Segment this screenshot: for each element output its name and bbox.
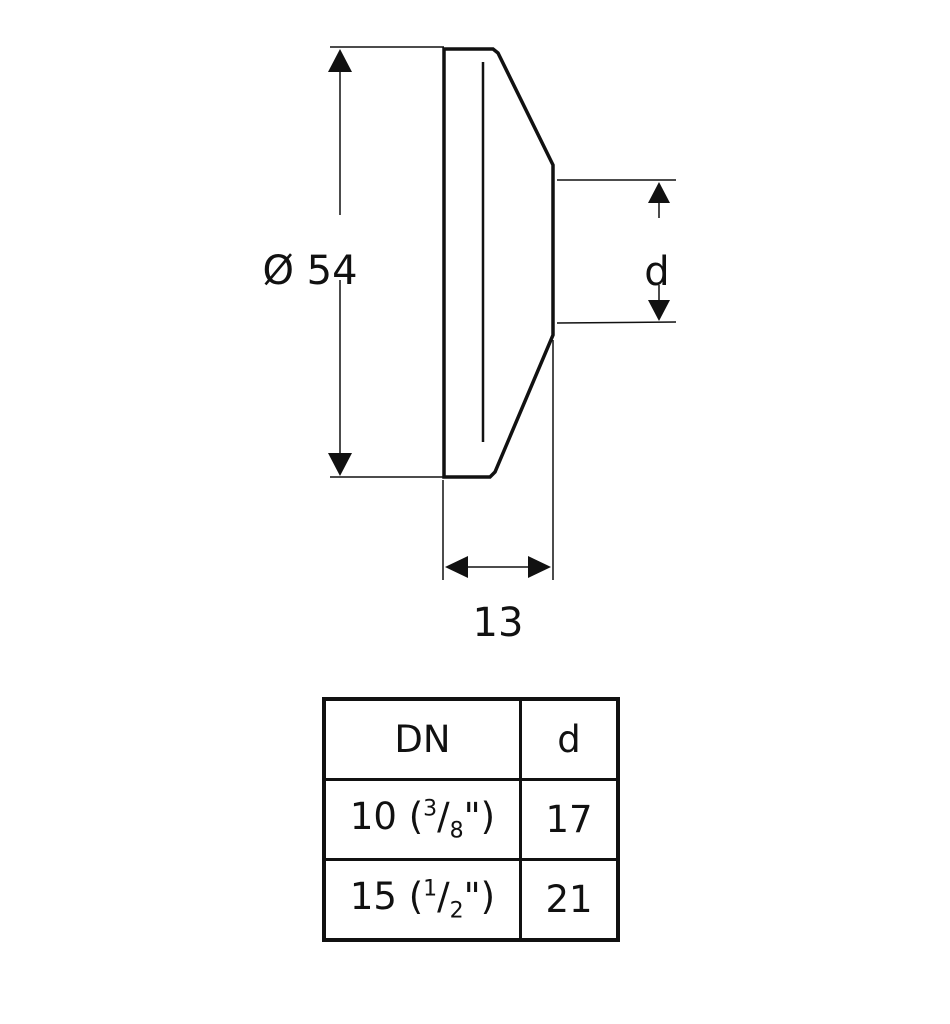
arrow-left-icon [445, 556, 468, 578]
dn-cell: 10 (3/8") [322, 778, 522, 861]
arrow-up-icon [648, 182, 670, 203]
arrow-down-icon [328, 453, 352, 476]
table-row: 10 (3/8") 17 [322, 778, 620, 861]
part-outline [442, 47, 555, 479]
dn-cell: 15 (1/2") [322, 858, 522, 942]
d-cell: 21 [519, 858, 620, 942]
diameter-label: Ø 54 [262, 248, 357, 294]
table-row: 15 (1/2") 21 [322, 858, 620, 942]
header-d: d [519, 697, 620, 781]
arrow-down-icon [648, 300, 670, 321]
extension-line [556, 321, 677, 324]
arrow-right-icon [528, 556, 551, 578]
header-dn: DN [322, 697, 522, 781]
d-cell: 17 [519, 778, 620, 861]
width-label: 13 [473, 600, 524, 646]
dimension-table: DN d 10 (3/8") 17 15 (1/2") 21 [322, 697, 620, 942]
arrow-up-icon [328, 49, 352, 72]
inner-diameter-label: d [644, 249, 669, 295]
table-header-row: DN d [322, 697, 620, 781]
